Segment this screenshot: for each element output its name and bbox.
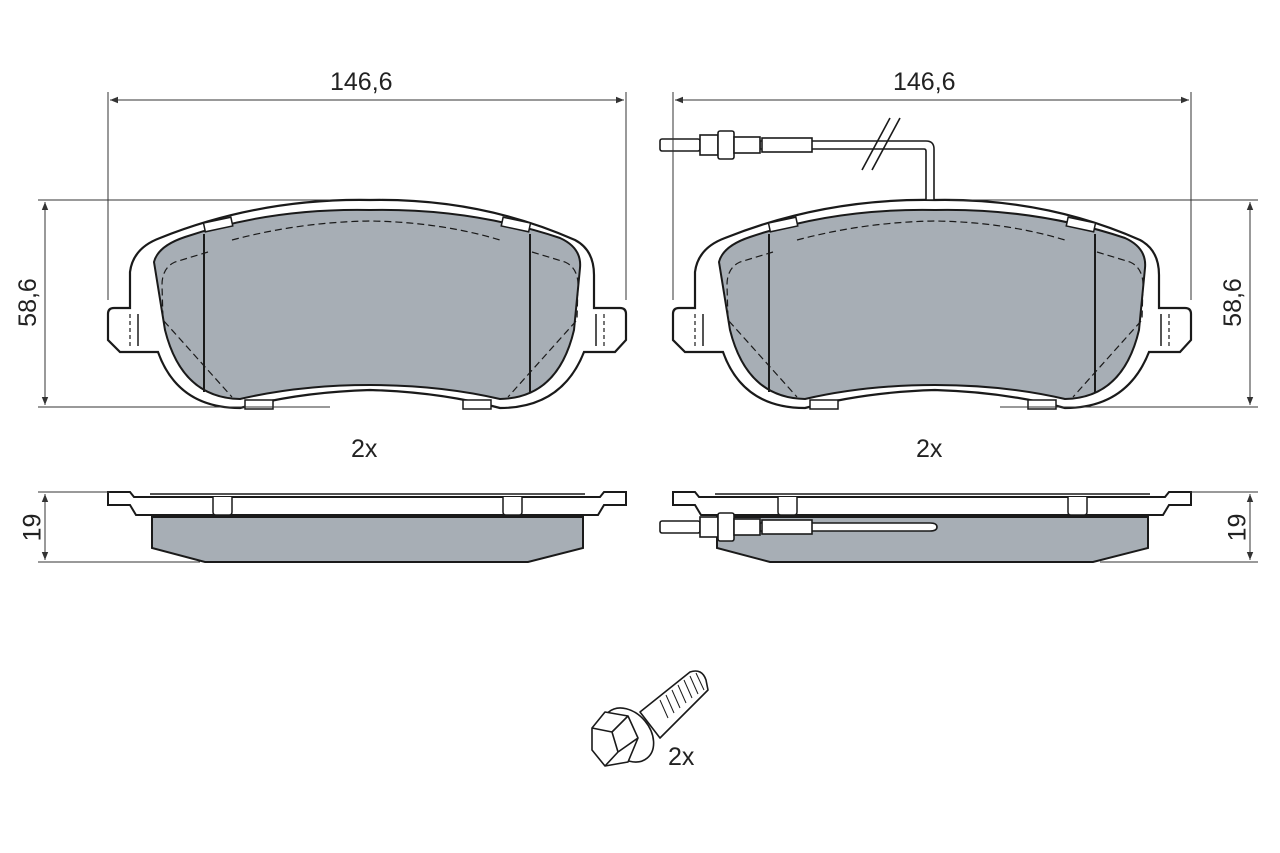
right-height-dimension: 58,6 <box>1218 278 1247 327</box>
left-thickness-dimension: 19 <box>18 513 47 542</box>
bolt-icon <box>591 670 709 767</box>
bolt-quantity: 2x <box>668 743 695 771</box>
right-thickness-dimension: 19 <box>1223 513 1252 542</box>
left-width-dimension: 146,6 <box>330 68 393 96</box>
right-width-dimension: 146,6 <box>893 68 956 96</box>
left-pad-side-view <box>107 491 627 563</box>
dimension-lines <box>38 92 1258 563</box>
left-pad-quantity: 2x <box>351 435 378 463</box>
left-pad-front-view <box>106 198 628 411</box>
right-pad-quantity: 2x <box>916 435 943 463</box>
right-pad-front-view <box>671 198 1193 411</box>
left-height-dimension: 58,6 <box>13 278 42 327</box>
wear-sensor-wire <box>659 117 938 542</box>
